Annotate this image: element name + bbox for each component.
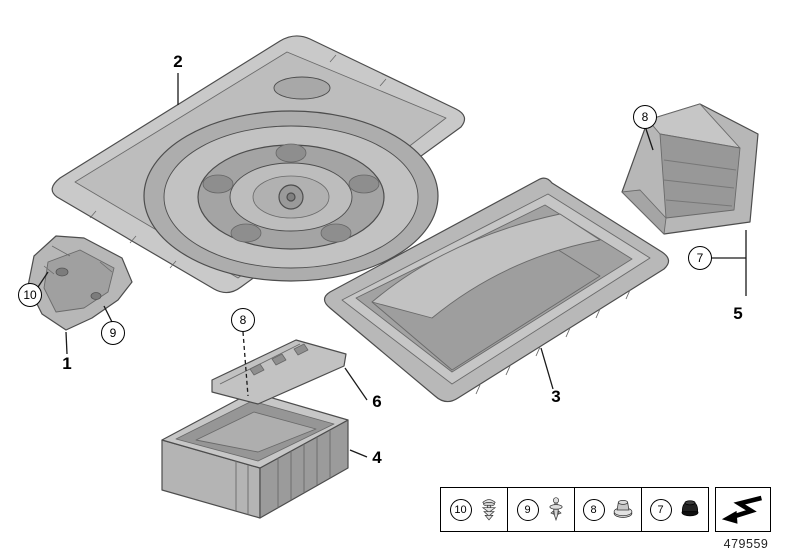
callout-fastener-9[interactable]: 9 — [101, 321, 125, 345]
legend-number-8: 8 — [582, 498, 605, 521]
part-small-tray — [621, 103, 759, 235]
blind-plug-icon — [679, 495, 701, 525]
fold-arrow-icon — [720, 492, 766, 528]
diagram-number: 479559 — [723, 537, 769, 551]
callout-fastener-8-mid[interactable]: 8 — [231, 308, 255, 332]
callout-part-4[interactable]: 4 — [372, 448, 382, 467]
fold-arrow-box — [715, 487, 771, 532]
fastener-legend-box: 10 9 — [440, 487, 709, 532]
callout-part-3[interactable]: 3 — [551, 387, 561, 406]
callout-part-2[interactable]: 2 — [173, 52, 183, 71]
legend-number-10: 10 — [449, 498, 472, 521]
callout-part-1[interactable]: 1 — [62, 354, 72, 373]
legend-number-7: 7 — [649, 498, 672, 521]
legend-item-10[interactable]: 10 — [441, 488, 508, 531]
callout-fastener-7[interactable]: 7 — [688, 246, 712, 270]
legend-number-9: 9 — [516, 498, 539, 521]
fastener-legend: 10 9 — [440, 487, 771, 532]
plastic-nut-icon — [612, 495, 634, 525]
legend-item-7[interactable]: 7 — [642, 488, 708, 531]
expansion-rivet-icon — [479, 495, 499, 525]
pin-clip-icon — [546, 495, 566, 525]
legend-item-9[interactable]: 9 — [508, 488, 575, 531]
leader-lines — [37, 73, 747, 458]
callout-part-5[interactable]: 5 — [733, 304, 743, 323]
callout-part-6[interactable]: 6 — [372, 392, 382, 411]
legend-item-8[interactable]: 8 — [575, 488, 642, 531]
part-storage-tray — [323, 177, 670, 403]
part-storage-compartment — [161, 391, 349, 519]
part-corner-trim — [27, 235, 133, 331]
part-mounting-bracket — [211, 339, 347, 405]
callout-fastener-10[interactable]: 10 — [18, 283, 42, 307]
part-trunk-floor-panel — [51, 35, 466, 294]
callout-fastener-8-top[interactable]: 8 — [633, 105, 657, 129]
